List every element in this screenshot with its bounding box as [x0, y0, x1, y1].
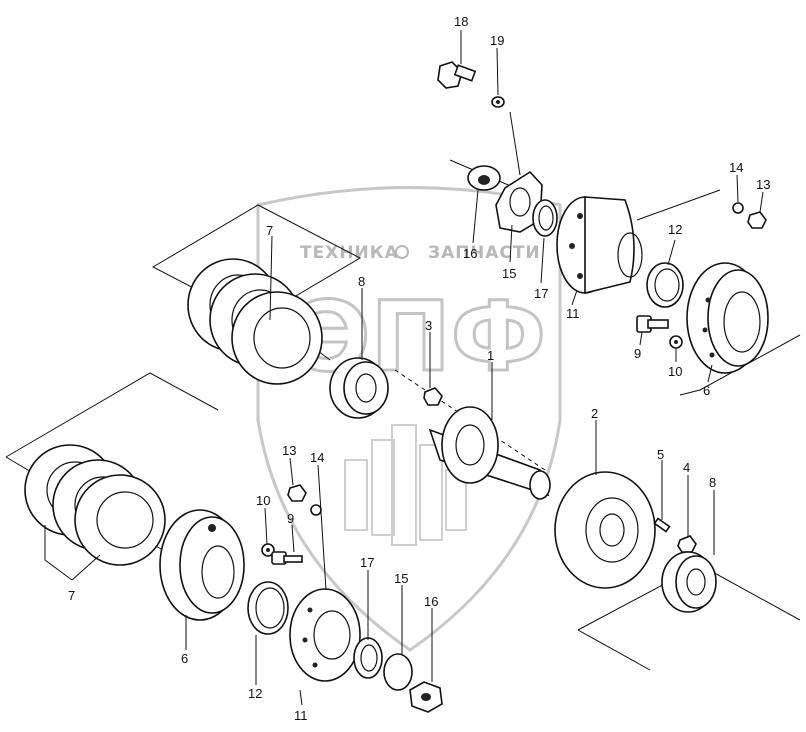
part-15-lockplate-top — [495, 170, 543, 233]
callout-leaders — [44, 30, 764, 706]
part-8-bearing-right — [661, 551, 717, 613]
part-6-cover-bottom — [159, 509, 245, 621]
callout-10-top: 10 — [668, 364, 682, 379]
part-17-seal-bottom — [353, 637, 383, 679]
callout-16-bottom: 16 — [424, 594, 438, 609]
callout-17-top: 17 — [534, 286, 548, 301]
callout-12-bottom: 12 — [248, 686, 262, 701]
part-13-bolt-top — [747, 211, 767, 229]
part-18-bolt — [437, 61, 477, 89]
callout-8-left: 8 — [358, 274, 365, 289]
part-19-washer — [491, 96, 505, 108]
part-7-plates-top — [187, 258, 323, 385]
callout-10-bottom: 10 — [256, 493, 270, 508]
part-13-bolt-bottom — [287, 484, 307, 502]
callout-9-bottom: 9 — [287, 511, 294, 526]
part-14-washer-bottom — [310, 504, 322, 516]
part-9-bolt-top — [636, 315, 669, 333]
part-1-shaft — [428, 406, 551, 500]
watermark-shield — [256, 186, 562, 652]
part-12-circlip-bottom — [247, 581, 289, 635]
watermark-gear-icon — [395, 245, 409, 259]
callout-2: 2 — [591, 406, 598, 421]
part-15-lockplate-bottom — [383, 653, 413, 691]
callout-6-bottom: 6 — [181, 651, 188, 666]
callout-15-bottom: 15 — [394, 571, 408, 586]
callout-11-bottom: 11 — [294, 708, 308, 723]
part-6-cover-top — [686, 262, 769, 374]
callout-11-top: 11 — [566, 306, 580, 321]
callout-12-top: 12 — [668, 222, 682, 237]
callout-18: 18 — [454, 14, 468, 29]
callout-14-top: 14 — [729, 160, 743, 175]
part-11-flange-bottom — [289, 588, 361, 682]
callout-19: 19 — [490, 33, 504, 48]
watermark-brand-left: ТЕХНИКА — [300, 243, 399, 263]
callout-7-top: 7 — [266, 223, 273, 238]
callout-13-top: 13 — [756, 177, 770, 192]
watermark: ТЕХНИКА ЗАПЧАСТИ ЭПФ — [256, 186, 562, 652]
callout-17-bottom: 17 — [360, 555, 374, 570]
part-4-nut — [677, 535, 697, 553]
callout-6-top: 6 — [703, 383, 710, 398]
part-7-plates-bottom — [24, 444, 166, 566]
callout-numbers: 18 19 16 15 17 11 12 14 13 9 10 6 7 8 3 … — [68, 14, 770, 723]
part-3-bolt — [423, 387, 443, 406]
callout-14-bottom: 14 — [310, 450, 324, 465]
part-14-washer-top — [732, 202, 744, 214]
part-12-circlip-top — [646, 262, 684, 308]
callout-8-right: 8 — [709, 475, 716, 490]
callout-7-bottom: 7 — [68, 588, 75, 603]
callout-15-top: 15 — [502, 266, 516, 281]
part-10-washer-top — [669, 335, 683, 349]
callout-13-bottom: 13 — [282, 443, 296, 458]
part-16-nut-bottom — [409, 681, 443, 713]
callout-3: 3 — [425, 318, 432, 333]
part-5-pin — [653, 517, 671, 533]
callout-16-top: 16 — [463, 246, 477, 261]
part-2-bevel-gear — [554, 471, 656, 589]
part-16-nut-top — [467, 165, 501, 191]
part-8-bearing-left — [329, 357, 389, 419]
part-10-washer-bottom — [261, 543, 275, 557]
callout-5: 5 — [657, 447, 664, 462]
part-17-seal-top — [532, 199, 558, 237]
part-9-bolt-bottom — [271, 551, 303, 565]
part-11-flange-top — [556, 196, 643, 295]
watermark-brand-right: ЗАПЧАСТИ — [428, 243, 541, 263]
callout-1: 1 — [487, 348, 494, 363]
callout-9-top: 9 — [634, 346, 641, 361]
callout-4: 4 — [683, 460, 690, 475]
